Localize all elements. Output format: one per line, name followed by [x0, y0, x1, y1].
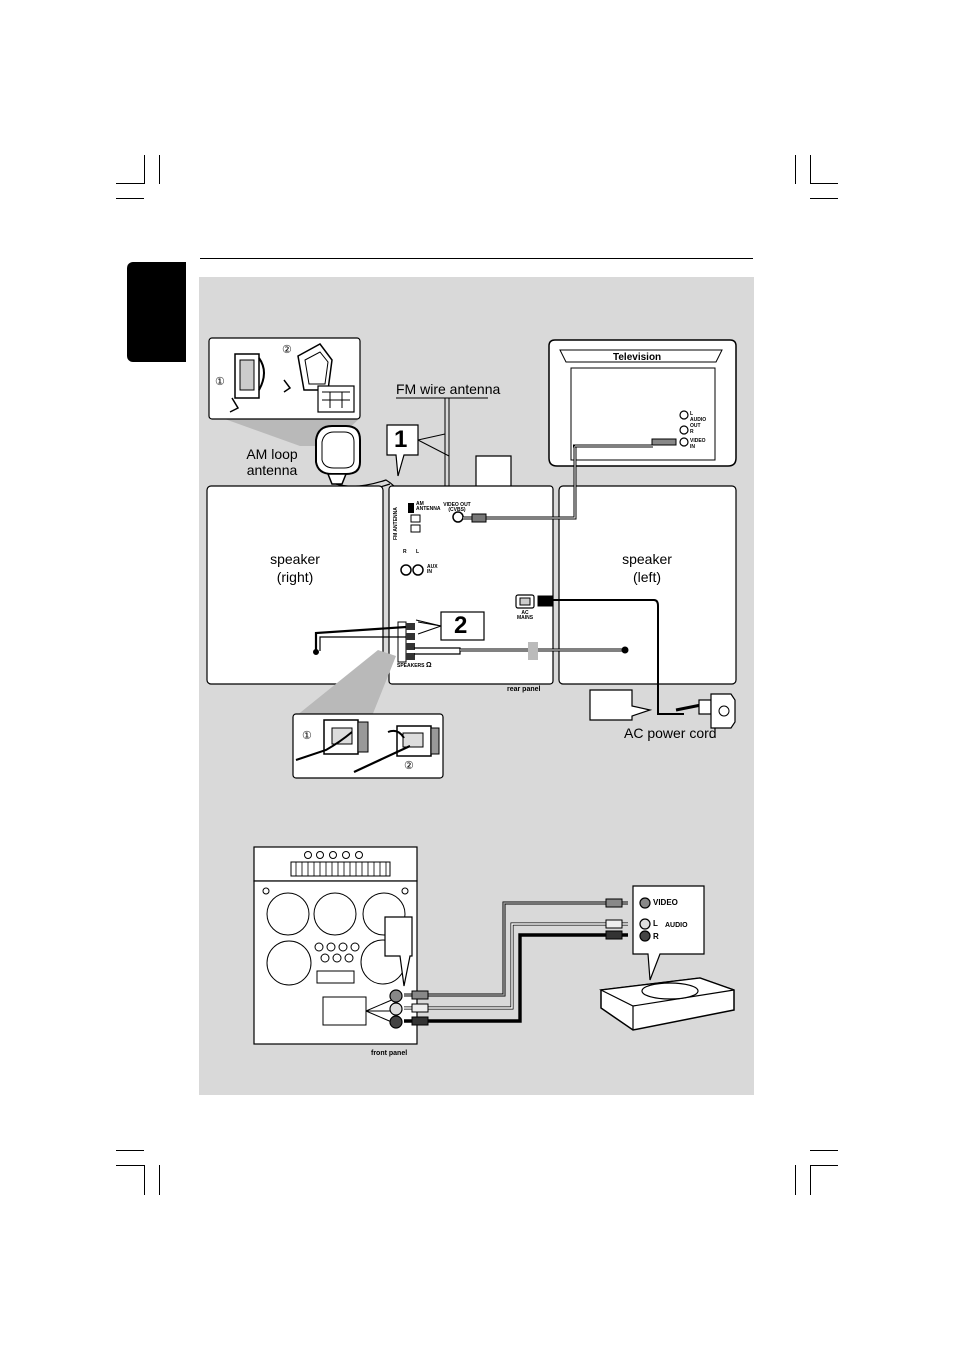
tv-audio-out-label: L AUDIO OUT R	[690, 411, 706, 435]
front-panel-label: front panel	[371, 1050, 407, 1057]
tv-video-in-label: VIDEO IN	[690, 438, 706, 450]
device-r-label: R	[653, 932, 659, 941]
power-outlet	[590, 690, 735, 728]
device-video-label: VIDEO	[653, 898, 678, 907]
speaker-right-label: speaker (right)	[245, 550, 345, 586]
unit-ac-mains-label: AC MAINS	[512, 611, 538, 621]
am-loop-antenna-label: AM loop antenna	[236, 446, 308, 478]
unit-l-label: L	[416, 549, 419, 555]
circled-1-am: ①	[215, 375, 225, 388]
step-2-number: 2	[454, 612, 467, 640]
unit-fm-antenna-label: FM ANTENNA	[393, 507, 399, 540]
main-unit-front	[254, 847, 417, 1044]
fm-wire-antenna-label: FM wire antenna	[396, 381, 500, 397]
unit-r-label: R	[403, 549, 407, 555]
unit-ohm-label: Ω	[426, 662, 432, 669]
speaker-left-label: speaker (left)	[597, 550, 697, 586]
front-av-cables	[404, 899, 628, 1025]
unit-video-out-label: VIDEO OUT (CVBS)	[440, 503, 474, 513]
unit-am-antenna-label: AM ANTENNA	[416, 502, 440, 512]
television-label: Television	[613, 352, 661, 363]
device-l-label: L	[653, 919, 658, 928]
circled-2-speaker: ②	[404, 759, 414, 772]
step-1-number: 1	[394, 426, 407, 454]
external-av-device	[601, 886, 734, 1030]
unit-speakers-label: SPEAKERS	[397, 663, 425, 669]
device-audio-label: AUDIO	[665, 922, 688, 929]
circled-1-speaker: ①	[302, 729, 312, 742]
circled-2-am: ②	[282, 343, 292, 356]
unit-aux-in-label: AUX IN	[427, 565, 438, 575]
rear-panel-label: rear panel	[507, 686, 540, 693]
ac-power-cord-label: AC power cord	[624, 725, 717, 741]
